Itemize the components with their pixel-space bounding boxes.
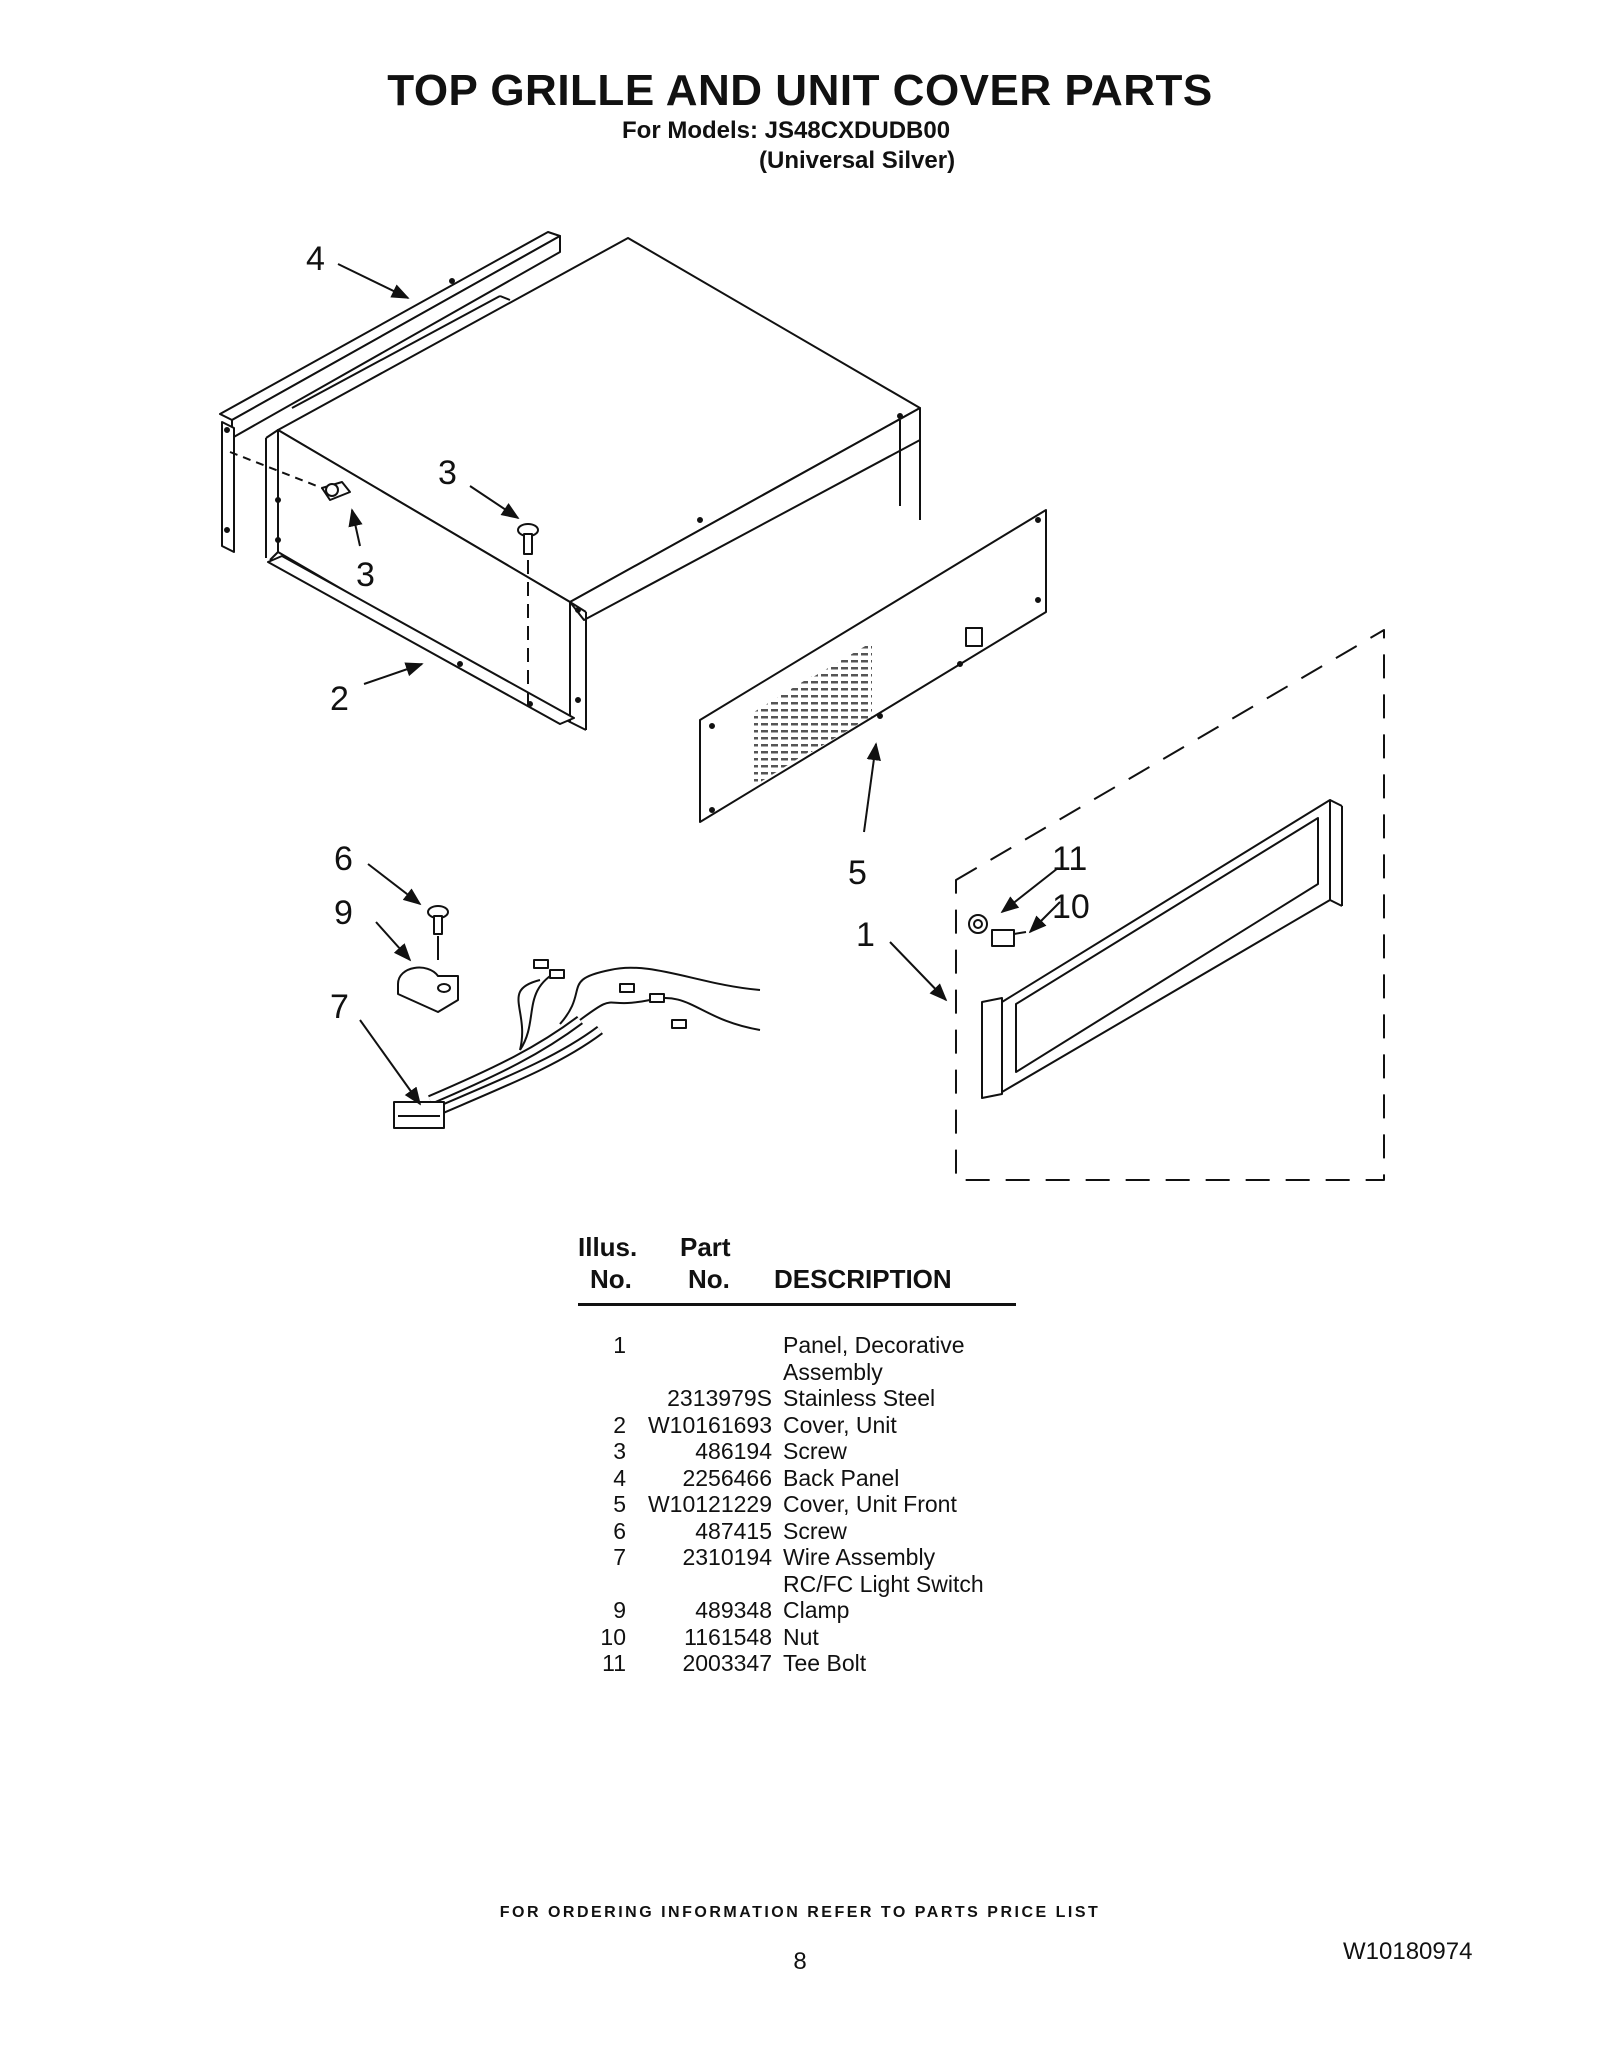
table-row: RC/FC Light Switch xyxy=(578,1571,1018,1598)
description-cell: Cover, Unit Front xyxy=(783,1491,957,1517)
description-cell: Stainless Steel xyxy=(783,1385,936,1411)
description-cell: Screw xyxy=(783,1438,847,1464)
header-rule xyxy=(578,1303,1016,1306)
clamp-part xyxy=(397,966,459,1013)
description-cell: Wire Assembly xyxy=(783,1544,936,1570)
color-line: (Universal Silver) xyxy=(759,147,956,174)
part-no-cell: 1161548 xyxy=(684,1623,772,1650)
illus-no-cell: 6 xyxy=(613,1517,626,1544)
callout-11: 11 xyxy=(1052,840,1087,878)
model-info: For Models: JS48CXDUDB00 (Universal Silv… xyxy=(622,116,955,176)
nut-part xyxy=(991,929,1027,947)
illus-no-cell: 11 xyxy=(602,1650,626,1676)
part-no-cell: 487415 xyxy=(695,1517,772,1544)
callout-6: 6 xyxy=(334,840,353,878)
description-cell: RC/FC Light Switch xyxy=(783,1570,984,1597)
description-cell: Nut xyxy=(783,1623,819,1650)
models-line: For Models: JS48CXDUDB00 xyxy=(622,117,951,144)
description-cell: Cover, Unit xyxy=(783,1411,897,1438)
callout-4: 4 xyxy=(306,240,325,278)
document-number: W10180974 xyxy=(1343,1938,1473,1965)
description-cell: Clamp xyxy=(783,1597,850,1623)
callout-3-side: 3 xyxy=(356,556,375,594)
part-no-cell: 2003347 xyxy=(682,1650,772,1676)
illus-no-cell: 2 xyxy=(613,1411,626,1438)
part-no-cell: 2313979S xyxy=(667,1385,772,1411)
unit-cover-part xyxy=(265,237,921,731)
callout-7: 7 xyxy=(330,988,349,1026)
screw-part-side xyxy=(229,451,351,501)
screw-part-wiring xyxy=(427,905,449,960)
callout-5: 5 xyxy=(848,854,867,892)
table-row: 4 2256466 Back Panel xyxy=(578,1465,1018,1492)
header-part-no: No. xyxy=(688,1264,730,1294)
table-row: 3 486194 Screw xyxy=(578,1438,1018,1465)
description-cell: Panel, Decorative xyxy=(783,1332,965,1358)
table-row: 9 489348 Clamp xyxy=(578,1597,1018,1624)
table-row: 1 Panel, Decorative xyxy=(578,1332,1018,1359)
description-cell: Screw xyxy=(783,1517,847,1544)
table-row: 6 487415 Screw xyxy=(578,1518,1018,1545)
part-no-cell: 2256466 xyxy=(682,1464,772,1491)
callout-3-top: 3 xyxy=(438,454,457,492)
callout-10: 10 xyxy=(1052,888,1090,926)
ordering-note: FOR ORDERING INFORMATION REFER TO PARTS … xyxy=(499,1904,1101,1921)
table-row: 5 W10121229 Cover, Unit Front xyxy=(578,1491,1018,1518)
illus-no-cell: 4 xyxy=(613,1464,626,1491)
header-part: Part xyxy=(680,1232,731,1262)
illus-no-cell: 9 xyxy=(613,1597,626,1623)
table-row: 7 2310194 Wire Assembly xyxy=(578,1544,1018,1571)
page-title: TOP GRILLE AND UNIT COVER PARTS xyxy=(387,66,1213,115)
page-number: 8 xyxy=(793,1948,807,1975)
table-row: 11 2003347 Tee Bolt xyxy=(578,1650,1018,1677)
callout-1: 1 xyxy=(856,916,875,954)
table-row: 10 1161548 Nut xyxy=(578,1624,1018,1651)
table-row: Assembly xyxy=(578,1359,1018,1386)
decorative-panel-part xyxy=(955,629,1385,1181)
header-illus-no: No. xyxy=(590,1264,632,1294)
part-no-cell: W10121229 xyxy=(647,1491,772,1517)
header-illus: Illus. xyxy=(578,1232,638,1262)
screw-part-top xyxy=(517,523,539,710)
part-no-cell: 2310194 xyxy=(682,1544,772,1570)
illus-no-cell: 5 xyxy=(613,1491,626,1517)
illus-no-cell: 1 xyxy=(613,1332,626,1358)
callout-9: 9 xyxy=(334,894,353,932)
tee-bolt-part xyxy=(968,914,988,934)
description-cell: Assembly xyxy=(783,1358,883,1385)
description-cell: Back Panel xyxy=(783,1464,900,1491)
callout-arrows xyxy=(337,263,1061,1106)
part-no-cell: 489348 xyxy=(695,1597,772,1623)
header-description: DESCRIPTION xyxy=(774,1264,952,1294)
table-row: 2 W10161693 Cover, Unit xyxy=(578,1412,1018,1439)
part-no-cell: W10161693 xyxy=(647,1411,772,1438)
parts-table-header: Illus. No. Part No. DESCRIPTION xyxy=(578,1232,1018,1294)
table-row: 2313979S Stainless Steel xyxy=(578,1385,1018,1412)
exploded-parts-diagram: 4 3 3 2 5 1 11 10 6 9 7 xyxy=(219,231,1385,1181)
illus-no-cell: 10 xyxy=(600,1623,626,1650)
wire-assembly-part xyxy=(393,959,761,1129)
illus-no-cell: 3 xyxy=(613,1438,626,1464)
unit-front-cover-part xyxy=(699,509,1047,823)
part-no-cell: 486194 xyxy=(695,1438,772,1464)
callout-2: 2 xyxy=(330,680,349,718)
illus-no-cell: 7 xyxy=(613,1544,626,1570)
description-cell: Tee Bolt xyxy=(783,1650,867,1676)
back-panel-part xyxy=(219,231,561,553)
